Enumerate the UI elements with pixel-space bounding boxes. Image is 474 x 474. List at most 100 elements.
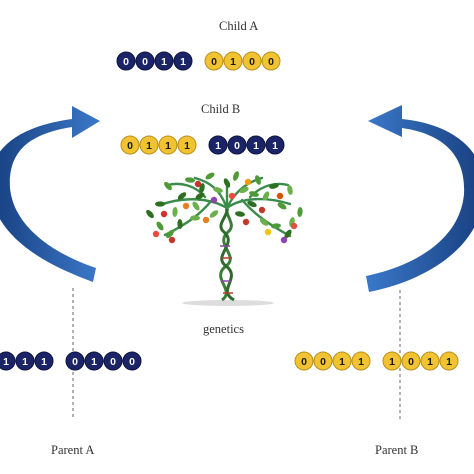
parent-a-gene [122,351,142,371]
child-a-gene [154,51,174,71]
child-a-gene [204,51,224,71]
fruit [152,230,160,238]
child-b-gene-bit: 0 [127,140,133,152]
leaf [205,172,215,180]
parent-b-gene [420,351,440,371]
child-a-gene [135,51,155,71]
child-b-gene-bit: 1 [146,140,152,152]
parent-a-gene [84,351,104,371]
parent-a-gene-bit: 1 [22,356,28,368]
leaf [192,201,200,211]
child-b-gene [265,135,285,155]
child-b-gene-bit: 1 [253,140,259,152]
child-a-gene-bit: 0 [123,56,129,68]
parent-b-gene [401,351,421,371]
parent-b-gene-bit: 1 [358,356,364,368]
right-arc-body [366,105,474,292]
right-cycle-arrow [366,105,474,292]
child-b-gene [158,135,178,155]
leaf [146,209,154,219]
child-b-gene [227,135,247,155]
leaf [259,218,269,226]
parent-b-gene-bit: 0 [320,356,326,368]
child-b-chromosome: 0 1 1 1 1 0 1 1 [120,135,285,155]
child-a-gene [223,51,243,71]
child-a-gene-bit: 1 [180,56,186,68]
parent-a-gene-bit: 0 [129,356,135,368]
leaf [235,211,245,217]
parent-a-gene [65,351,85,371]
leaf [269,183,279,189]
fruit [202,216,210,224]
child-b-gene [246,135,266,155]
leaf [239,186,249,194]
parent-b-gene [439,351,459,371]
child-b-gene [177,135,197,155]
child-a-gene-bit: 0 [211,56,217,68]
child-a-gene-bit: 1 [230,56,236,68]
child-a-gene [173,51,193,71]
fruit [290,222,298,230]
leaf [247,200,257,208]
child-b-gene [139,135,159,155]
parent-b-gene-bit: 1 [427,356,433,368]
child-b-gene-bit: 1 [272,140,278,152]
leaf [271,223,281,229]
parent-b-gene-bit: 1 [446,356,452,368]
parent-b-gene [294,351,314,371]
leaf [155,201,165,207]
child-a-gene-bit: 1 [161,56,167,68]
parent-b-label: Parent B [375,443,418,457]
child-a-gene-bit: 0 [249,56,255,68]
leaf [223,178,231,188]
leaf [287,185,293,195]
parent-a-chromosome: 01110100 [0,351,142,371]
genetics-label: genetics [203,322,244,336]
leaf [213,187,223,193]
tree-ground-shadow [182,300,274,306]
child-b-gene-bit: 0 [234,140,240,152]
fruit [182,202,190,210]
leaf [164,181,172,191]
leaf [172,207,178,217]
leaf [284,229,292,239]
fruit [276,192,284,200]
leaf [190,215,200,221]
fruit [264,228,272,236]
leaf [249,191,259,197]
child-b-gene-bit: 1 [165,140,171,152]
child-b-gene-bit: 1 [215,140,221,152]
parent-a-gene-bit: 1 [41,356,47,368]
fruit [228,192,236,200]
leaf [185,177,195,183]
fruit [244,178,252,186]
leaf [209,210,219,218]
parent-a-gene-bit: 0 [110,356,116,368]
child-a-gene [116,51,136,71]
parent-a-gene-bit: 0 [72,356,78,368]
child-a-chromosome: 0 0 1 1 0 1 0 0 [116,51,281,71]
leaf [297,207,303,217]
parent-b-gene [382,351,402,371]
parent-a-gene-bit: 1 [3,356,9,368]
child-a-gene [261,51,281,71]
left-cycle-arrow [0,106,100,282]
dna-trunk [219,204,235,302]
child-a-gene-bit: 0 [142,56,148,68]
parent-b-gene-bit: 0 [408,356,414,368]
fruit [280,236,288,244]
child-b-gene-bit: 1 [184,140,190,152]
parent-b-gene [332,351,352,371]
parent-b-gene-bit: 1 [389,356,395,368]
fruit [194,180,202,188]
left-arc-body [0,106,100,282]
child-b-gene [208,135,228,155]
child-a-gene-bit: 0 [268,56,274,68]
fruit [242,218,250,226]
leaf [233,171,239,181]
tree-fruits [152,178,298,244]
leaf [262,191,270,201]
fruit [168,236,176,244]
parent-b-gene [351,351,371,371]
fruit [160,210,168,218]
